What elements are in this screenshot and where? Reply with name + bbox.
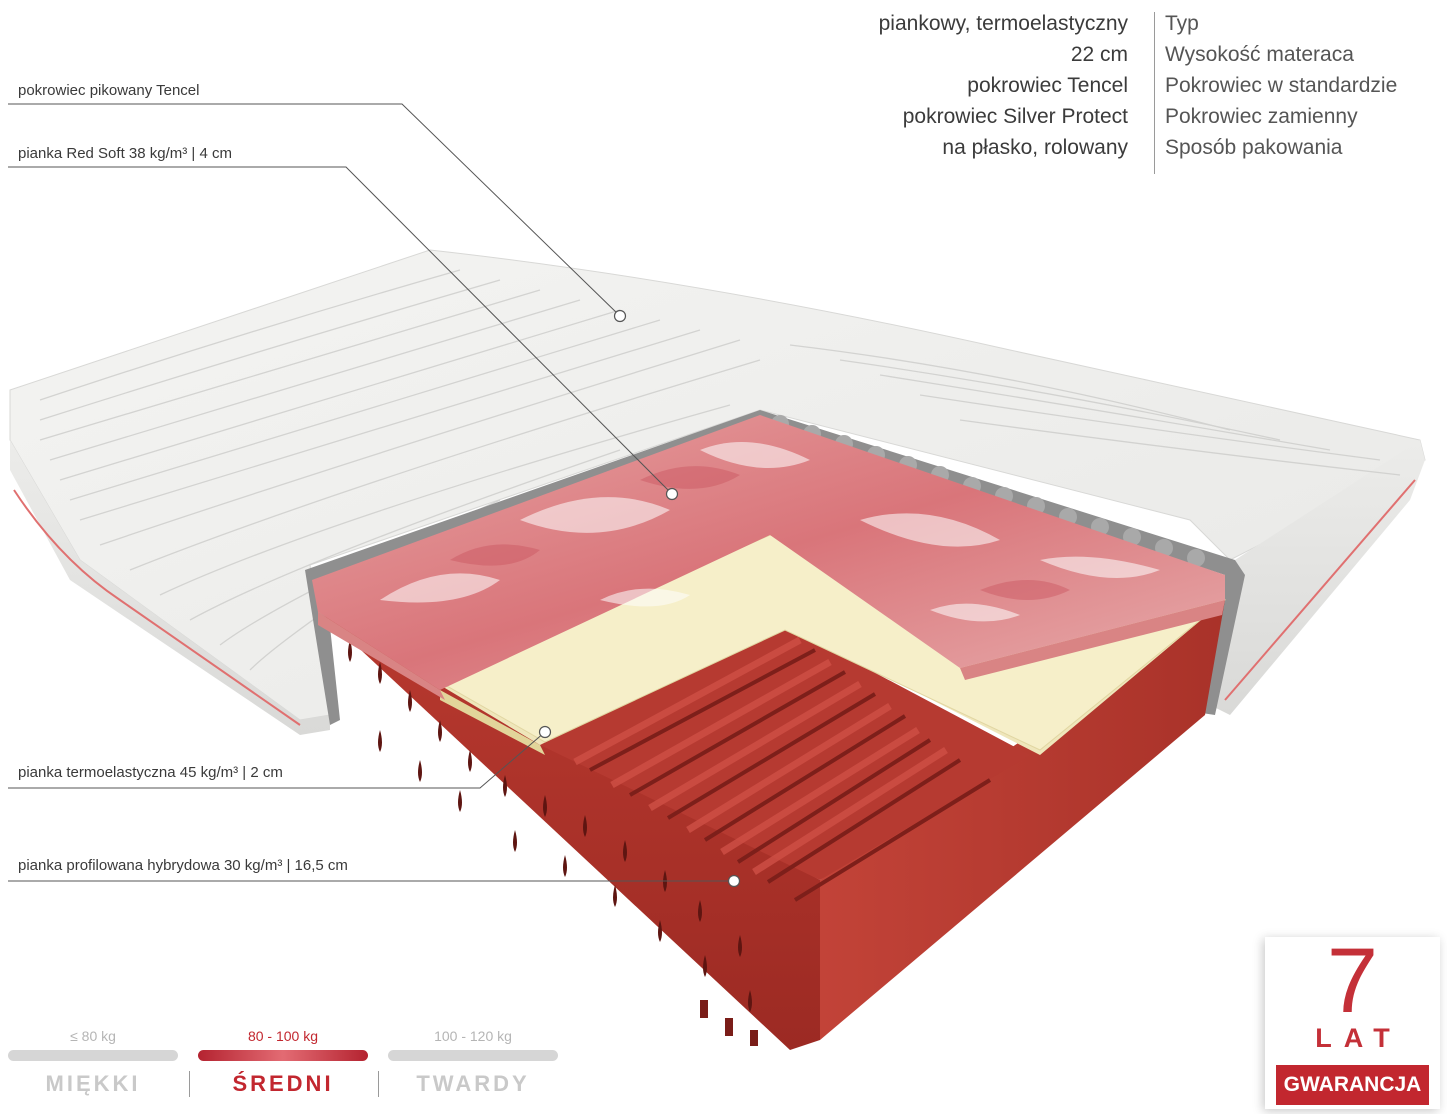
firmness-hard-weight: 100 - 120 kg — [434, 1028, 512, 1044]
spec-row-standard-cover: pokrowiec Tencel Pokrowiec w standardzie — [830, 74, 1430, 105]
spec-label: Wysokość materaca — [1165, 43, 1354, 66]
firmness-hard-bar — [388, 1050, 558, 1061]
spec-value: pokrowiec Tencel — [967, 74, 1128, 97]
spec-label: Pokrowiec w standardzie — [1165, 74, 1398, 97]
firmness-soft-bar — [8, 1050, 178, 1061]
firmness-medium-bar — [198, 1050, 368, 1061]
callout-red-soft-foam: pianka Red Soft 38 kg/m³ | 4 cm — [18, 145, 232, 162]
firmness-separator — [189, 1071, 190, 1097]
spec-value: pokrowiec Silver Protect — [902, 105, 1128, 128]
spec-value: 22 cm — [1070, 43, 1128, 66]
firmness-soft-weight: ≤ 80 kg — [70, 1028, 116, 1044]
guarantee-unit: LAT — [1315, 1023, 1402, 1053]
guarantee-badge: 7 LAT GWARANCJA — [1265, 930, 1440, 1109]
guarantee-years: 7 — [1326, 930, 1379, 1032]
spec-row-replacement-cover: pokrowiec Silver Protect Pokrowiec zamie… — [830, 105, 1430, 136]
spec-label: Pokrowiec zamienny — [1165, 105, 1358, 128]
firmness-medium-label: ŚREDNI — [232, 1071, 334, 1096]
firmness-separator — [378, 1071, 379, 1097]
spec-value: piankowy, termoelastyczny — [878, 12, 1128, 35]
firmness-hard-label: TWARDY — [416, 1071, 530, 1096]
spec-divider — [1154, 12, 1155, 174]
firmness-medium-weight: 80 - 100 kg — [247, 1028, 319, 1044]
callout-cover: pokrowiec pikowany Tencel — [18, 82, 200, 99]
spec-row-type: piankowy, termoelastyczny Typ — [830, 12, 1430, 43]
spec-row-packaging: na płasko, rolowany Sposób pakowania — [830, 136, 1430, 167]
firmness-soft-label: MIĘKKI — [45, 1071, 141, 1096]
spec-label: Sposób pakowania — [1165, 136, 1343, 159]
spec-label: Typ — [1165, 12, 1199, 35]
guarantee-label: GWARANCJA — [1276, 1065, 1429, 1105]
spec-value: na płasko, rolowany — [942, 136, 1128, 159]
callout-profiled-foam: pianka profilowana hybrydowa 30 kg/m³ | … — [18, 857, 348, 874]
spec-row-height: 22 cm Wysokość materaca — [830, 43, 1430, 74]
callout-thermoelastic-foam: pianka termoelastyczna 45 kg/m³ | 2 cm — [18, 764, 283, 781]
